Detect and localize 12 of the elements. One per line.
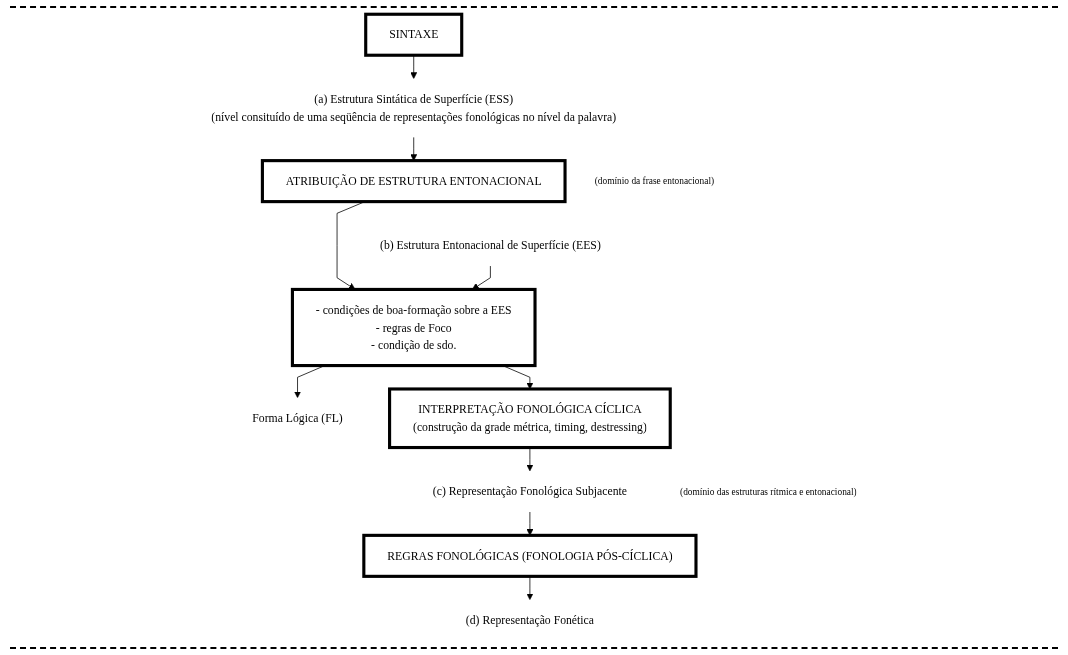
node-text: (a) Estrutura Sintática de Superfície (ESS) (nível consituído de uma seqüência de representações fonológicas no nível da palavra) [211, 92, 617, 123]
node-box: REGRAS FONOLÓGICAS (FONOLOGIA PÓS-CÍCLICA) [362, 533, 698, 578]
node-text: (d) Representação Fonética [465, 613, 594, 627]
node-text: (b) Estrutura Entonacional de Superfície (EES) [379, 239, 601, 252]
node-box: ATRIBUIÇÃO DE ESTRUTURA ENTONACIONAL [260, 159, 567, 204]
node-box: INTERPRETAÇÃO FONOLÓGICA CÍCLICA (construção da grade métrica, timing, destressing) [388, 387, 672, 450]
node-box: SINTAXE [364, 12, 464, 57]
node-box: - condições de boa-formação sobre a EES - regras de Foco - condição de sdo. [290, 287, 537, 368]
node-text: Forma Lógica (FL) [252, 411, 343, 425]
node-label: (domínio da frase entonacional) [594, 175, 715, 187]
node-text: (c) Representação Fonológica Subjacente [432, 485, 627, 498]
node-label: (domínio das estruturas rítmica e entonacional) [680, 485, 857, 497]
